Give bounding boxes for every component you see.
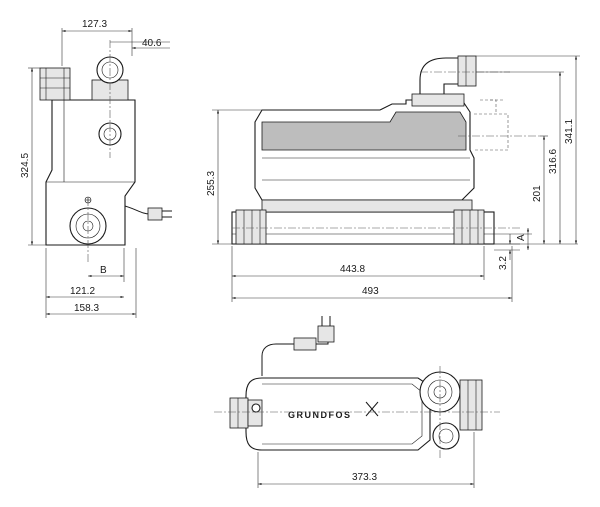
front-outlet-elbow — [419, 57, 463, 105]
dim-side-width: 158.3 — [74, 303, 99, 314]
side-power-cable — [124, 205, 151, 215]
dim-top-width: 373.3 — [352, 472, 377, 483]
dim-front-total-height: 341.1 — [564, 119, 575, 144]
top-left-fitting — [229, 397, 249, 429]
dim-front-width: 493 — [362, 286, 379, 297]
grundfos-x-mark — [365, 401, 379, 417]
side-view: 127.3 40.6 324.5 B 121.2 158.3 — [20, 19, 172, 318]
front-left-inlet — [235, 209, 267, 245]
top-inlet-ring — [432, 422, 460, 450]
dim-front-height: 255.3 — [206, 171, 217, 196]
front-right-inlet — [453, 209, 485, 245]
top-right-fitting — [459, 379, 483, 431]
dim-front-inlet-height: 201 — [532, 185, 543, 202]
top-view: GRUNDFOS 373.3 — [214, 316, 500, 488]
side-top-pipe — [39, 67, 71, 101]
dim-label-b: B — [100, 265, 107, 276]
dim-side-top-width: 127.3 — [82, 19, 107, 30]
front-view: 255.3 443.8 493 3.2 A 201 316.6 341.1 — [206, 55, 580, 302]
dim-front-inner-width: 443.8 — [340, 264, 365, 275]
dim-front-small: 3.2 — [498, 256, 509, 270]
dim-label-a: A — [516, 234, 527, 241]
grundfos-logo: GRUNDFOS — [288, 410, 352, 420]
dim-side-height: 324.5 — [20, 153, 31, 178]
top-housing — [245, 377, 431, 451]
dim-side-inner-width: 121.2 — [70, 286, 95, 297]
dim-front-outlet-height: 316.6 — [548, 149, 559, 174]
dim-side-offset: 40.6 — [142, 38, 162, 49]
top-power-cable — [261, 343, 296, 376]
